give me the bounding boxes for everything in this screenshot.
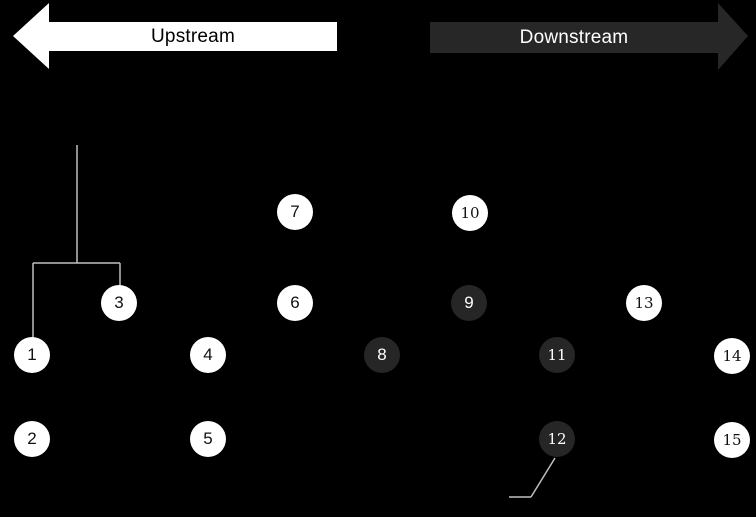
downstream-arrow-label: Downstream: [519, 26, 629, 48]
connector-line: [530, 457, 556, 498]
node-7[interactable]: 7: [277, 194, 313, 230]
node-8[interactable]: 8: [364, 337, 400, 373]
downstream-arrow-head-icon: [718, 3, 748, 70]
upstream-arrow-label: Upstream: [151, 25, 235, 47]
downstream-arrow-body: Downstream: [430, 22, 718, 53]
node-10[interactable]: 10: [452, 195, 488, 231]
node-5[interactable]: 5: [190, 421, 226, 457]
node-1[interactable]: 1: [14, 337, 50, 373]
node-14[interactable]: 14: [714, 338, 750, 374]
node-3[interactable]: 3: [101, 285, 137, 321]
upstream-arrow[interactable]: Upstream: [13, 3, 337, 69]
node-9[interactable]: 9: [451, 285, 487, 321]
node-6[interactable]: 6: [277, 285, 313, 321]
downstream-arrow[interactable]: Downstream: [430, 3, 748, 70]
upstream-arrow-head-icon: [13, 3, 49, 69]
node-12[interactable]: 12: [539, 421, 575, 457]
node-4[interactable]: 4: [190, 337, 226, 373]
node-15[interactable]: 15: [714, 422, 750, 458]
node-11[interactable]: 11: [539, 337, 575, 373]
node-2[interactable]: 2: [14, 421, 50, 457]
node-13[interactable]: 13: [626, 285, 662, 321]
upstream-arrow-body: Upstream: [49, 22, 337, 51]
